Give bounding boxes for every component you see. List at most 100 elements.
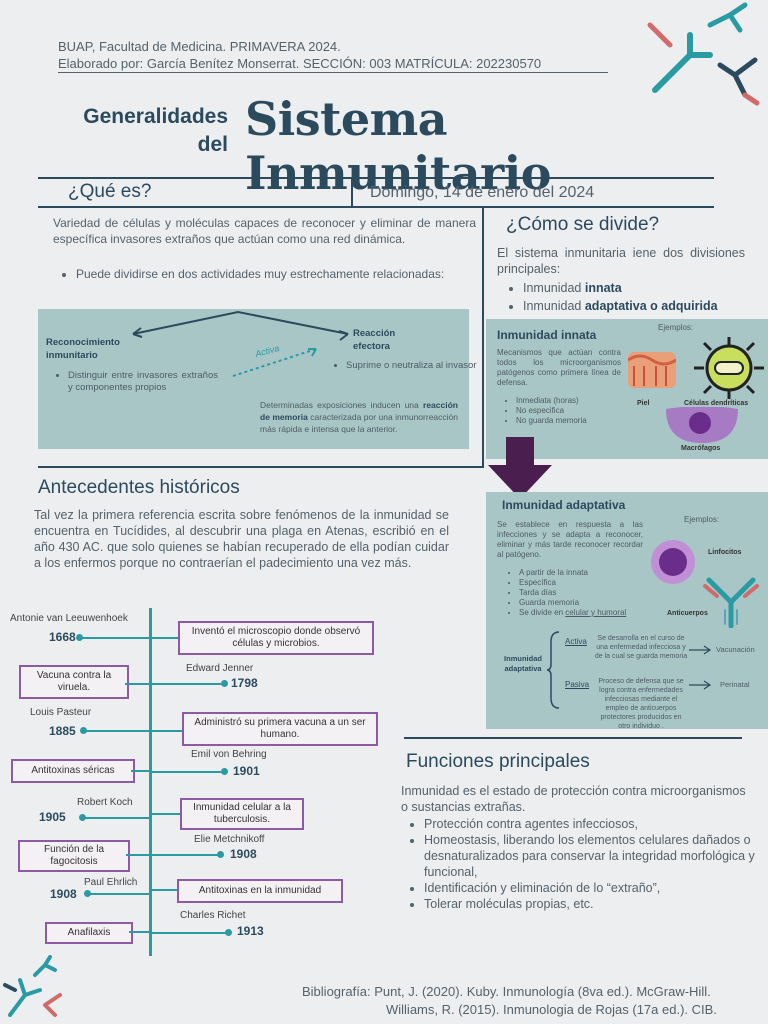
timeline-connector (126, 854, 150, 856)
author-line: Elaborado por: García Benítez Monserrat.… (58, 56, 542, 71)
year: 1905 (39, 810, 66, 824)
adaptativa-title: Inmunidad adaptativa (502, 498, 626, 512)
timeline-connector (150, 683, 226, 685)
year: 1908 (50, 887, 77, 901)
timeline-dot (80, 727, 87, 734)
reconocimiento-list: Distinguir entre invasores extraños y co… (52, 370, 218, 394)
innata-desc: Mecanismos que actúan contra todos los m… (497, 348, 621, 387)
list-item: No especifica (516, 406, 636, 416)
event-box: Función de la fagocitosis (18, 840, 130, 872)
funciones-list: Protección contra agentes infecciosos, H… (408, 816, 768, 912)
adaptativa-list: A partir de la innata Específica Tarda d… (503, 568, 659, 618)
innata-title: Inmunidad innata (497, 328, 597, 342)
divider (38, 206, 714, 208)
funciones-paragraph: Inmunidad es el estado de protección con… (401, 784, 746, 814)
funciones-heading: Funciones principales (406, 751, 590, 772)
timeline-dot (76, 634, 83, 641)
event-box: Administró su primera vacuna a un ser hu… (182, 712, 378, 746)
timeline-connector (125, 683, 150, 685)
year: 1798 (231, 676, 258, 690)
list-item: Protección contra agentes infecciosos, (424, 816, 768, 832)
timeline-connector (150, 730, 182, 732)
scientist-name: Charles Richet (180, 910, 246, 921)
list-item: Específica (519, 578, 659, 588)
list-item: Inmunidad adaptativa o adquirida (523, 297, 768, 315)
activa-desc: Se desarrolla en el curso de una enferme… (594, 635, 688, 660)
innata-list: Inmediata (horas) No especifica No guard… (500, 396, 636, 426)
timeline-connector (84, 730, 150, 732)
scientist-name: Louis Pasteur (30, 707, 92, 718)
innata-ejemplos: Ejemplos: (658, 323, 694, 332)
piel-label: Piel (637, 400, 650, 407)
antibody-cluster-icon (647, 2, 760, 106)
year: 1668 (49, 630, 76, 644)
timeline-connector (150, 854, 222, 856)
activa-result: Vacunación (716, 645, 755, 654)
timeline-connector (129, 931, 150, 933)
list-item: A partir de la innata (519, 568, 659, 578)
timeline-connector (80, 637, 150, 639)
scientist-name: Antonie van Leeuwenhoek (10, 613, 128, 624)
year: 1885 (49, 724, 76, 738)
pasiva-result: Perinatal (720, 680, 750, 689)
divider (38, 177, 714, 179)
list-item: Suprime o neutraliza al invasor (346, 360, 478, 372)
divide-list: Inmunidad innata Inmunidad adaptativa o … (507, 279, 768, 315)
list-item: Se divide en celular y humoral (519, 608, 659, 618)
divide-paragraph: El sistema inmunitaria iene dos division… (497, 246, 745, 276)
arrow-icon (689, 645, 712, 655)
timeline-connector (88, 893, 150, 895)
timeline-connector (131, 770, 150, 772)
antibody-icon (703, 577, 759, 628)
que-es-heading: ¿Qué es? (68, 181, 152, 202)
memoria-text: Determinadas exposiciones inducen una re… (260, 400, 458, 434)
antecedentes-paragraph: Tal vez la primera referencia escrita so… (34, 508, 449, 570)
page-title: Sistema Inmunitario (245, 92, 551, 200)
event-box: Inventó el microscopio donde observó cél… (178, 621, 374, 655)
year: 1901 (233, 764, 260, 778)
title-small-1: Generalidades (83, 105, 228, 128)
header-underline (58, 72, 608, 73)
timeline-connector (150, 637, 178, 639)
linfocitos-label: Linfocitos (708, 549, 742, 556)
scientist-name: Robert Koch (77, 797, 133, 808)
event-box: Anafilaxis (45, 922, 133, 944)
macrofagos-label: Macrófagos (681, 445, 721, 452)
adaptativa-ejemplos: Ejemplos: (684, 515, 720, 524)
list-item: Tarda días (519, 588, 659, 598)
dendriticas-label: Células dendríticas (684, 400, 749, 407)
scientist-name: Elie Metchnikoff (194, 834, 265, 845)
list-item: Distinguir entre invasores extraños y co… (68, 370, 218, 394)
list-item: No guarda memoria (516, 416, 636, 426)
divider (351, 177, 353, 208)
year: 1913 (237, 924, 264, 938)
timeline-dot (217, 851, 224, 858)
date: Domingo, 14 de enero del 2024 (370, 184, 595, 201)
antecedentes-heading: Antecedentes históricos (38, 477, 240, 498)
timeline-dot (79, 814, 86, 821)
antibody-cluster-bottom-icon (3, 955, 62, 1017)
event-box: Antitoxinas en la inmunidad (177, 879, 343, 903)
timeline-dot (84, 890, 91, 897)
bibliografia-1: Bibliografía: Punt, J. (2020). Kuby. Inm… (302, 984, 711, 999)
scientist-name: Emil von Behring (191, 749, 267, 760)
macrophage-icon (666, 407, 738, 443)
lymphocyte-icon (651, 540, 695, 584)
list-item: Guarda memoria (519, 598, 659, 608)
brace-label: Inmunidad adaptativa (504, 654, 542, 673)
adaptativa-panel (486, 492, 768, 729)
event-box: Antitoxinas séricas (11, 759, 135, 783)
list-item: Identificación y eliminación de lo “extr… (424, 880, 768, 896)
reconocimiento-title: Reconocimiento inmunitario (46, 337, 120, 361)
event-box: Vacuna contra la viruela. (19, 665, 129, 699)
list-item: Inmediata (horas) (516, 396, 636, 406)
dendritic-cell-icon (694, 337, 764, 399)
divider (404, 737, 742, 739)
timeline-connector (150, 813, 180, 815)
event-box: Inmunidad celular a la tuberculosis. (180, 798, 304, 830)
timeline-dot (221, 680, 228, 687)
activities-panel (38, 309, 469, 449)
reaccion-list: Suprime o neutraliza al invasor (330, 360, 478, 372)
list-item: Puede dividirse en dos actividades muy e… (76, 266, 492, 282)
timeline-connector (150, 932, 230, 934)
